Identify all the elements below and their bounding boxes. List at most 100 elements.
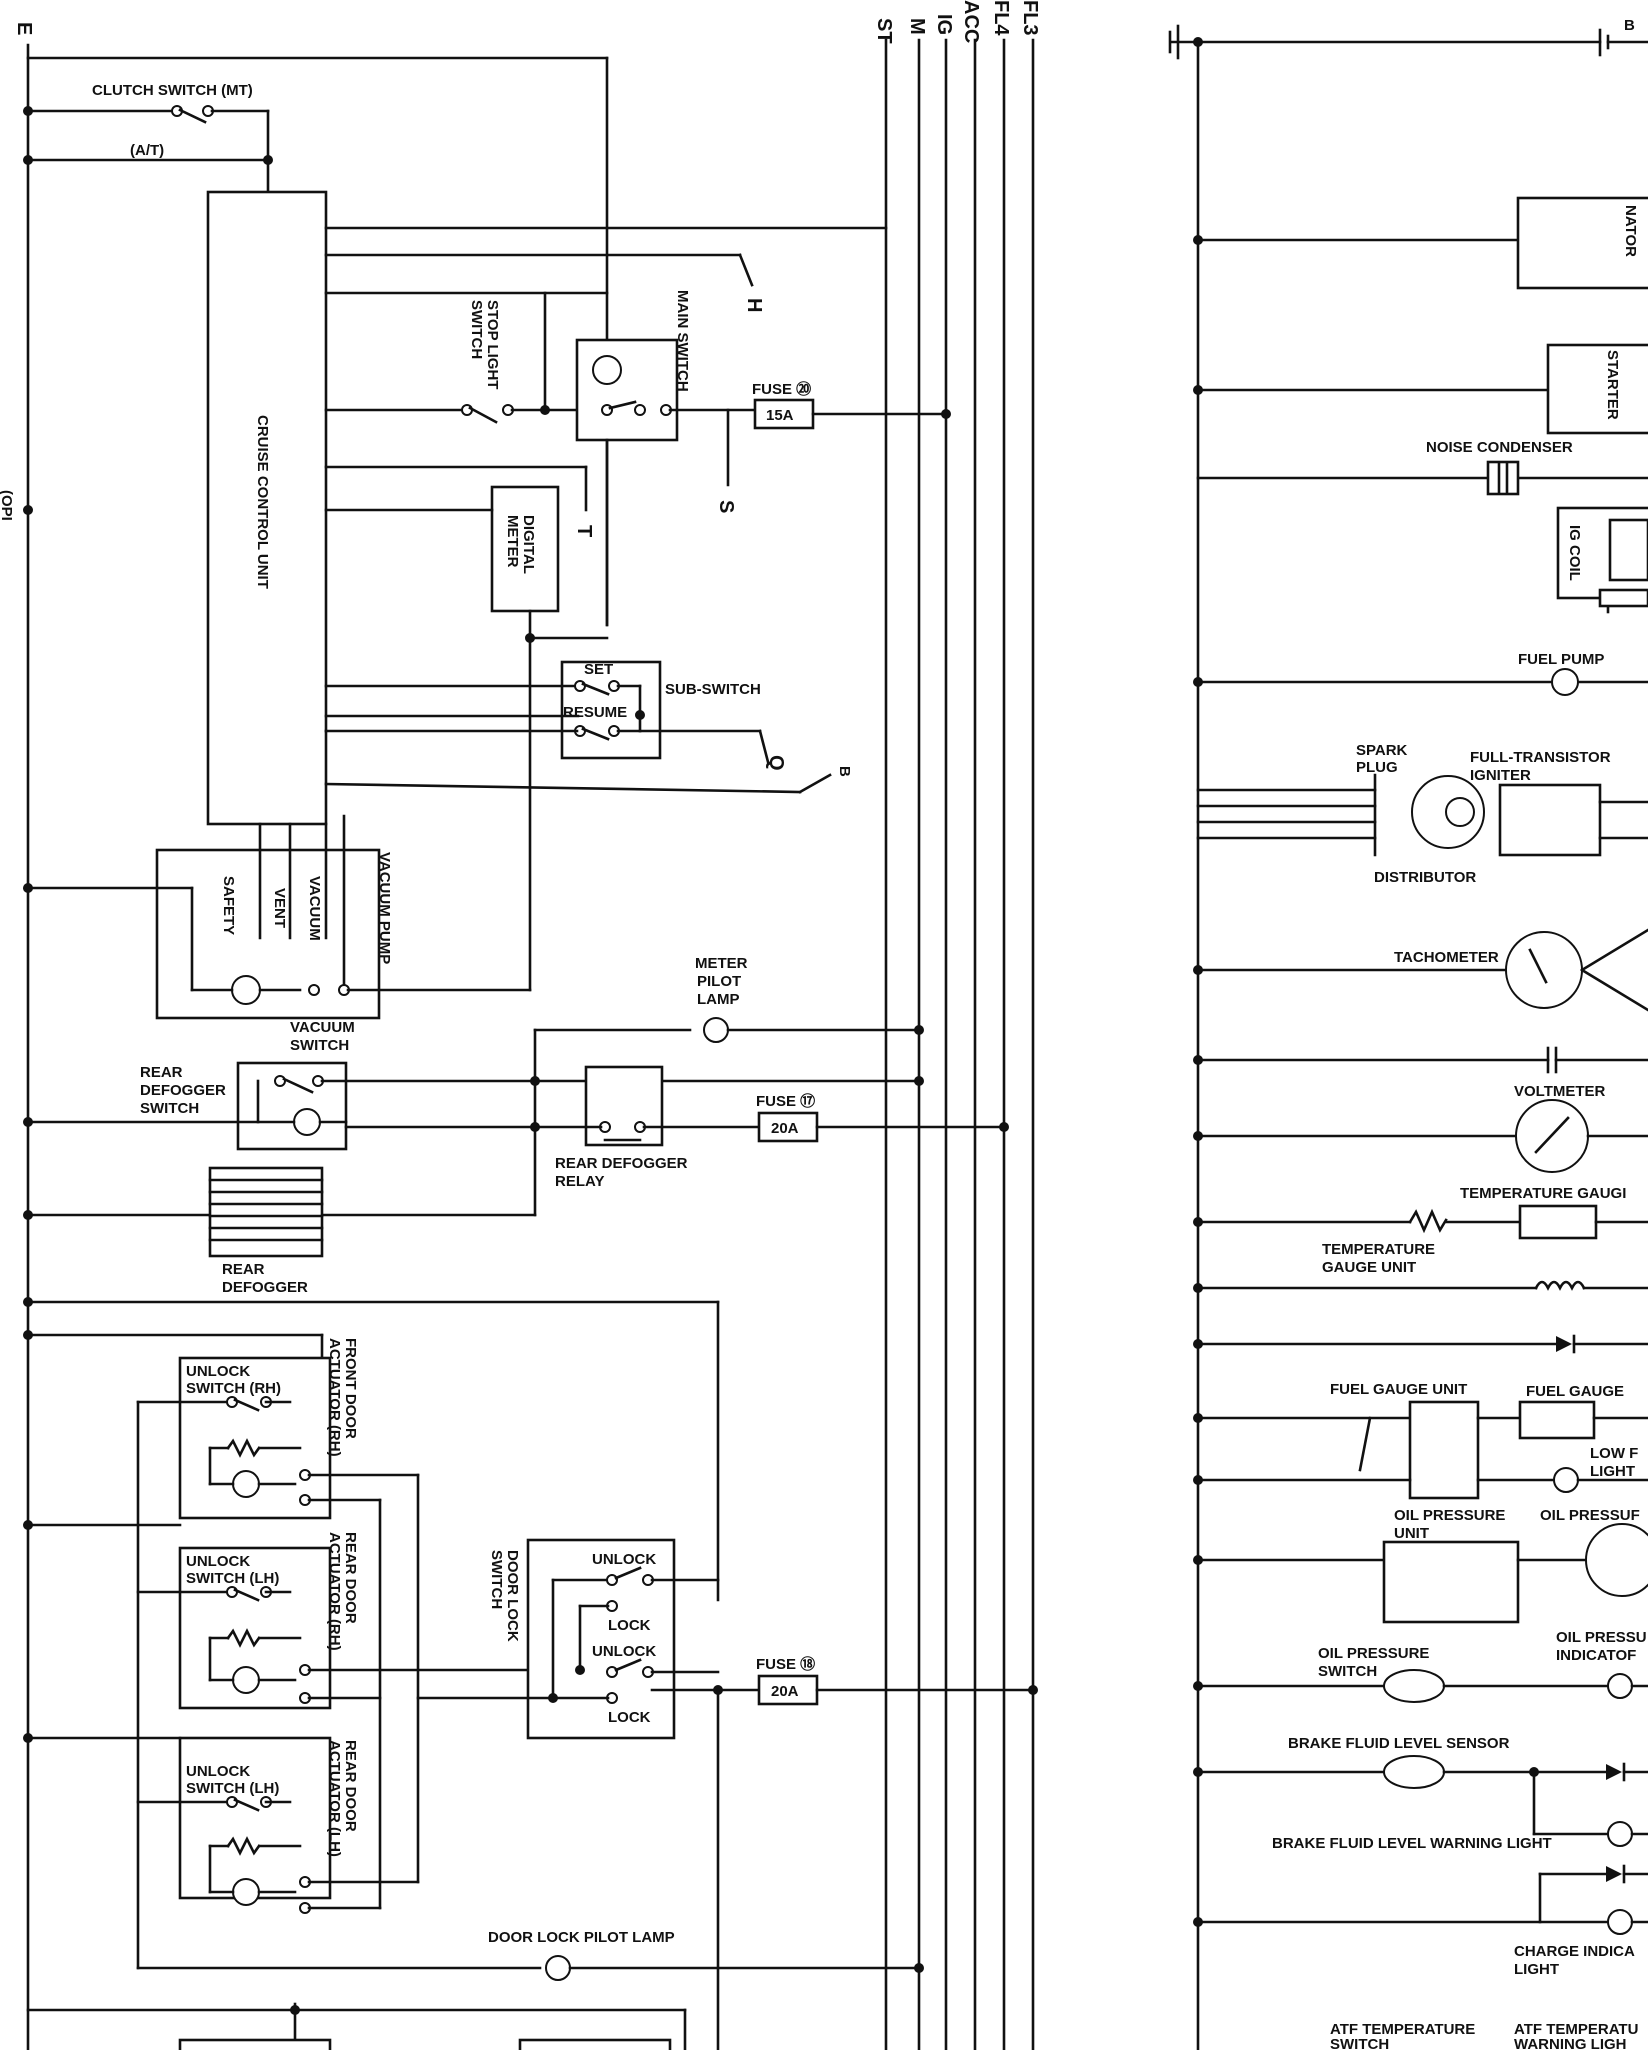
unlock-label-2: UNLOCK (592, 1643, 656, 1660)
door-lock-switch (526, 1538, 676, 1740)
oil-pressure-switch (1383, 1669, 1445, 1703)
brake-fluid-warning-light-icon (1607, 1821, 1633, 1847)
rear-door-actuator-rh-label-2: ACTUATOR (RH) (326, 1532, 343, 1651)
unlock-switch-lh2-label-1: UNLOCK (186, 1763, 250, 1780)
igniter-label-2: IGNITER (1470, 767, 1531, 784)
brake-fluid-level-sensor (1383, 1755, 1445, 1789)
atf-temperature-switch-label-1: ATF TEMPERATURE (1330, 2021, 1475, 2038)
rear-defogger-relay-label-2: RELAY (555, 1173, 604, 1190)
oil-pressure-unit (1382, 1540, 1520, 1624)
digital-meter-label-2: METER (504, 515, 521, 568)
tachometer-label: TACHOMETER (1394, 949, 1499, 966)
bus-label-m: M (906, 18, 928, 35)
rear-defogger-relay-label-1: REAR DEFOGGER (555, 1155, 688, 1172)
cruise-control-unit-label: CRUISE CONTROL UNIT (254, 415, 271, 589)
arrow-t-label: T (573, 525, 595, 537)
fuse-20-amps: 15A (766, 407, 794, 424)
sub-switch-label: SUB-SWITCH (665, 681, 761, 698)
arrow-h-label: H (743, 298, 765, 312)
battery-label: B (1624, 17, 1635, 34)
lock-label-1: LOCK (608, 1617, 651, 1634)
rear-door-actuator-lh (178, 1736, 332, 1900)
rear-door-actuator-lh-label-2: ACTUATOR (LH) (326, 1740, 343, 1857)
rear-defogger-switch-label-2: DEFOGGER (140, 1082, 226, 1099)
meter-pilot-lamp-label-3: LAMP (697, 991, 740, 1008)
spark-plug-label-2: PLUG (1356, 759, 1398, 776)
unlock-switch-lh-label-1: UNLOCK (186, 1553, 250, 1570)
rear-door-actuator-lh-label-1: REAR DOOR (342, 1740, 359, 1832)
brake-fluid-sensor-label: BRAKE FLUID LEVEL SENSOR (1288, 1735, 1510, 1752)
sub-switch (560, 660, 662, 760)
bus-label-e: E (13, 22, 35, 35)
stop-light-switch-label-1: STOP LIGHT (484, 300, 501, 389)
atf-warning-light-label-1: ATF TEMPERATU (1514, 2021, 1638, 2038)
fuse-17 (757, 1111, 819, 1143)
charge-indicator-label-1: CHARGE INDICA (1514, 1943, 1635, 1960)
bus-label-fl3: FL3 (1019, 0, 1041, 36)
right-sheet-circuit (1168, 24, 1648, 2050)
fuel-gauge-unit-label: FUEL GAUGE UNIT (1330, 1381, 1467, 1398)
igniter (1498, 783, 1602, 857)
fuse-18-amps: 20A (771, 1683, 799, 1700)
front-door-actuator-label-2: ACTUATOR (RH) (326, 1338, 343, 1457)
arrow-b-label: B (836, 766, 853, 777)
rear-defogger-label-2: DEFOGGER (222, 1279, 308, 1296)
oil-pressure-gauge-label: OIL PRESSUF (1540, 1507, 1640, 1524)
fuse-17-amps: 20A (771, 1120, 799, 1137)
unlock-switch-rh-label-1: UNLOCK (186, 1363, 250, 1380)
main-switch (575, 338, 679, 442)
meter-pilot-lamp-label-1: METER (695, 955, 748, 972)
at-label: (A/T) (130, 142, 164, 159)
fuse-17-label: FUSE ⑰ (756, 1092, 815, 1110)
low-fuel-light-label-1: LOW F (1590, 1445, 1638, 1462)
door-lock-pilot-lamp-icon (545, 1955, 571, 1981)
fuse-18-label: FUSE ⑱ (756, 1655, 815, 1673)
fuel-gauge-label: FUEL GAUGE (1526, 1383, 1624, 1400)
unlock-label-1: UNLOCK (592, 1551, 656, 1568)
unlock-switch-lh2-label-2: SWITCH (LH) (186, 1780, 279, 1797)
starter-label: STARTER (1604, 350, 1621, 420)
low-fuel-light-icon (1553, 1467, 1579, 1493)
cruise-control-unit (206, 190, 328, 826)
oil-pressure-indicator-label-2: INDICATOF (1556, 1647, 1636, 1664)
cruise-control-circuit (23, 105, 951, 1020)
charge-indicator-light-icon (1607, 1909, 1633, 1935)
vent-label: VENT (271, 888, 288, 928)
igniter-label-1: FULL-TRANSISTOR (1470, 749, 1611, 766)
rear-defogger-switch-label-3: SWITCH (140, 1100, 199, 1117)
charge-indicator-label-2: LIGHT (1514, 1961, 1559, 1978)
oil-pressure-indicator-icon (1607, 1673, 1633, 1699)
bus-lines (26, 38, 1035, 2050)
temperature-gauge-label: TEMPERATURE GAUGI (1460, 1185, 1626, 1202)
temperature-gauge (1518, 1204, 1598, 1240)
arrow-s-label: S (715, 500, 737, 513)
oil-pressure-switch-label-2: SWITCH (1318, 1663, 1377, 1680)
main-switch-label: MAIN SWITCH (674, 290, 691, 392)
fuse-20 (753, 398, 815, 430)
atf-warning-light-label-2: WARNING LIGH (1514, 2036, 1627, 2050)
fuel-gauge-unit (1408, 1400, 1480, 1500)
oil-pressure-indicator-label-1: OIL PRESSU (1556, 1629, 1647, 1646)
noise-condenser-label: NOISE CONDENSER (1426, 439, 1573, 456)
bus-label-st: ST (873, 18, 895, 44)
alternator-label: NATOR (1622, 205, 1639, 257)
rear-defogger-label-1: REAR (222, 1261, 265, 1278)
clutch-switch-label: CLUTCH SWITCH (MT) (92, 82, 253, 99)
bus-label-fl4: FL4 (990, 0, 1012, 36)
oil-pressure-gauge-icon (1585, 1523, 1648, 1597)
oil-pressure-unit-label-2: UNIT (1394, 1525, 1429, 1542)
unlock-switch-lh-label-2: SWITCH (LH) (186, 1570, 279, 1587)
starter (1546, 343, 1648, 435)
fuel-pump-icon (1551, 668, 1579, 696)
bus-label-acc: ACC (960, 0, 982, 43)
temperature-gauge-unit-label-1: TEMPERATURE (1322, 1241, 1435, 1258)
meter-pilot-lamp-label-2: PILOT (697, 973, 741, 990)
distributor-label: DISTRIBUTOR (1374, 869, 1476, 886)
lock-label-2: LOCK (608, 1709, 651, 1726)
voltmeter-label: VOLTMETER (1514, 1083, 1606, 1100)
low-fuel-light-label-2: LIGHT (1590, 1463, 1635, 1480)
fuse-18 (757, 1674, 819, 1706)
vacuum-label: VACUUM (306, 876, 323, 941)
vacuum-switch (236, 1061, 348, 1151)
bus-label-opi: (OPI (0, 490, 15, 521)
